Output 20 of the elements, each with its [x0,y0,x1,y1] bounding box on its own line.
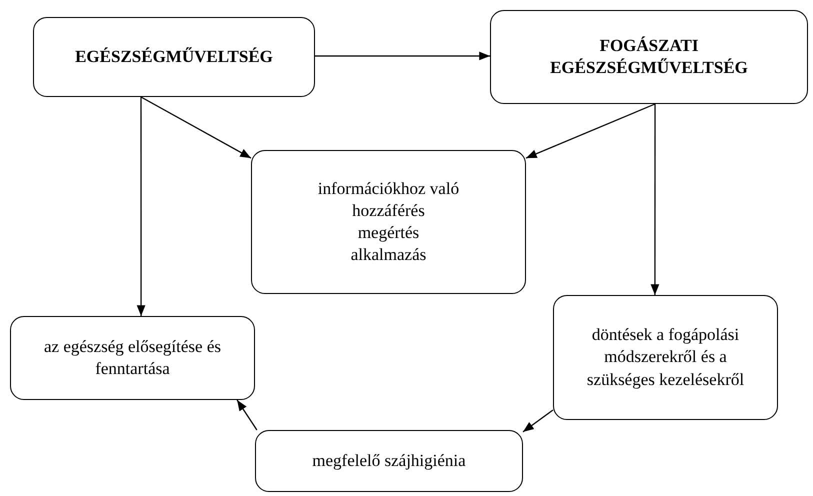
arrow [315,52,490,60]
process-box [490,10,808,104]
process-box [10,316,255,400]
box-text: megértés [358,222,420,244]
arrow [526,103,656,159]
process-box [553,295,778,420]
arrow [136,97,146,316]
process-box [33,17,315,97]
box-text: döntések a fogápolási módszerekről és a szükséges kezelésekről [586,324,746,391]
arrow [650,104,660,295]
box-text: FOGÁSZATI EGÉSZSÉGMŰVELTSÉG [549,34,749,79]
process-box [255,430,523,492]
arrow [522,410,554,432]
box-text: az egészség elősegítése és fenntartása [43,336,222,380]
arrow [140,96,252,159]
arrow [236,400,258,430]
box-text: alkalmazás [350,244,426,266]
process-box [251,150,526,294]
box-text: megfelelő szájhigiénia [312,450,466,472]
box-text: EGÉSZSÉGMŰVELTSÉG [75,46,273,68]
